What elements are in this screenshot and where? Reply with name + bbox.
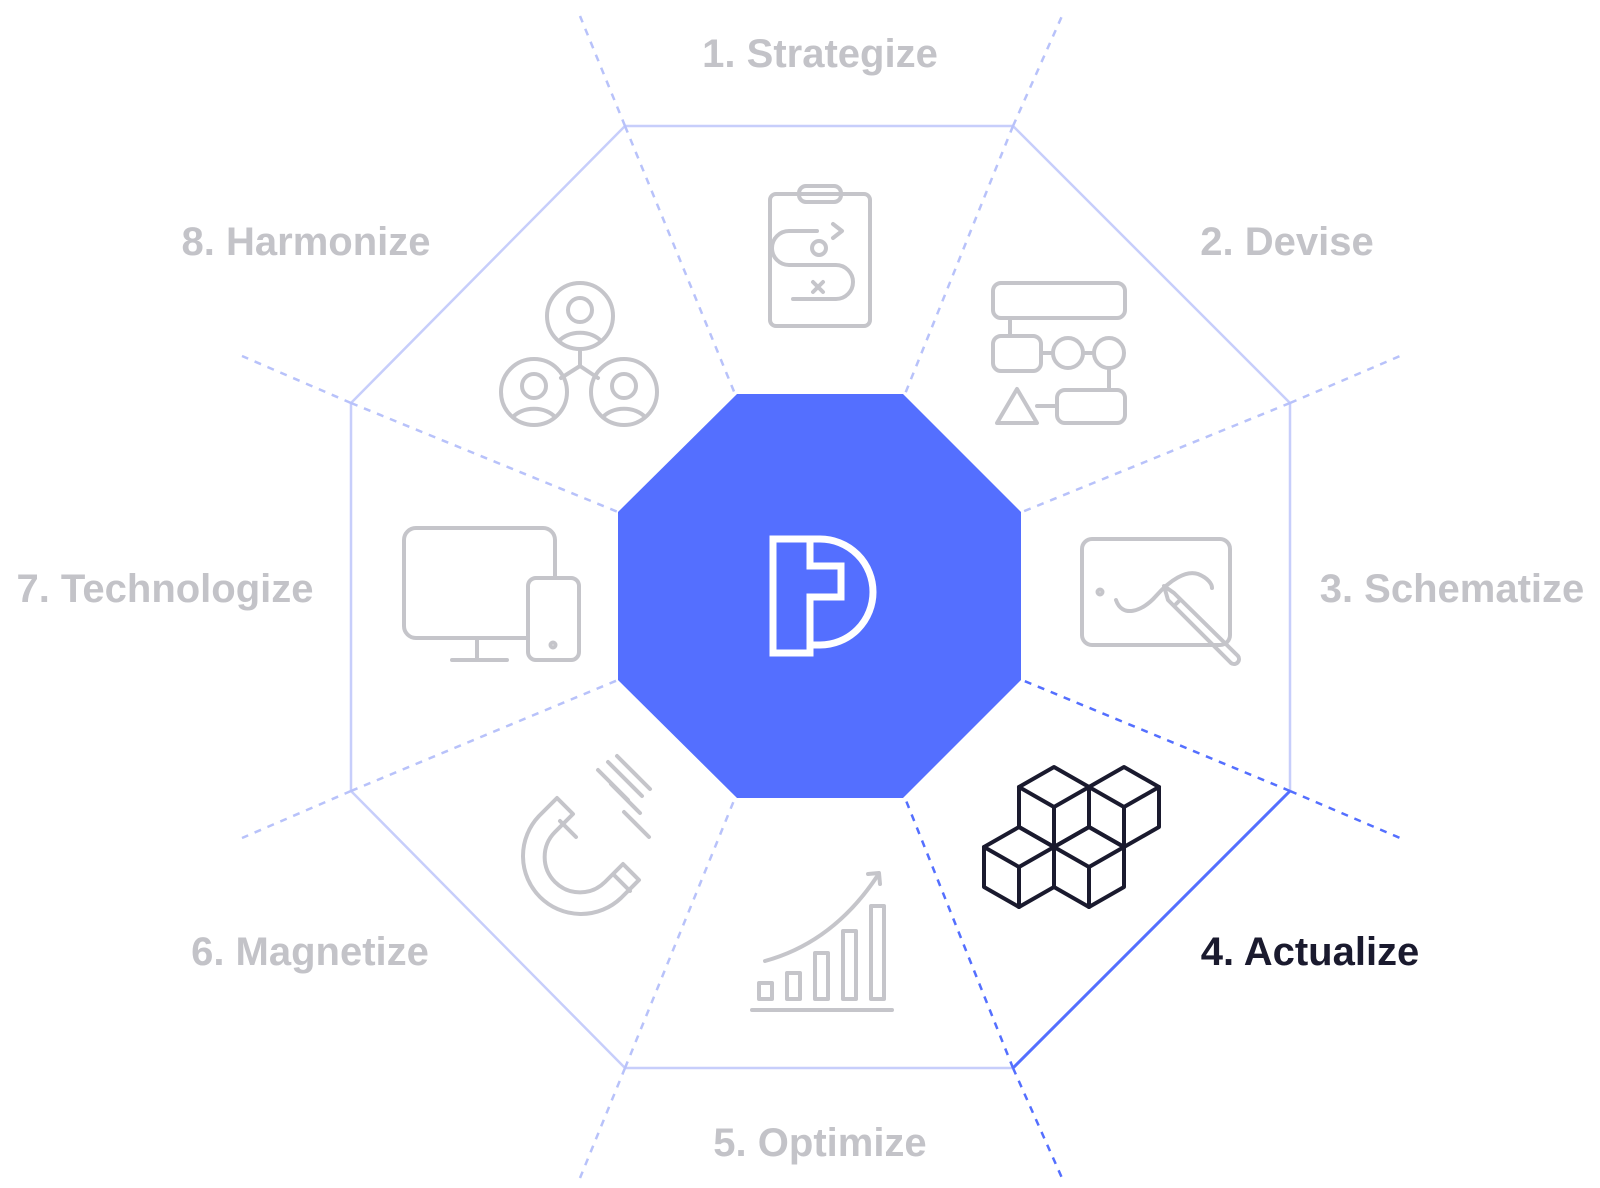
divider-2-3-outer [1289,354,1401,405]
stage-label-actualize: 4. Actualize [1201,930,1420,974]
segment-dividers [241,15,1401,1179]
divider-8-1-outer [578,15,627,127]
stacked-cubes-icon [982,765,1161,909]
flowchart-icon [991,281,1127,425]
stage-label-optimize: 5. Optimize [713,1121,926,1165]
divider-4-5-inner [903,797,1015,1069]
stage-label-devise: 2. Devise [1200,220,1373,264]
divider-3-4-inner [1021,678,1291,793]
stage-label-technologize: 7. Technologize [16,567,313,611]
divider-7-8-outer [241,354,352,405]
divider-2-3-inner [1021,401,1291,514]
divider-3-4-outer [1289,789,1401,840]
clipboard-strategy-icon [768,184,872,328]
divider-4-5-outer [1011,1067,1064,1179]
devices-icon [402,526,581,662]
brand-p-logo-icon [769,535,877,657]
team-network-icon [499,281,659,427]
divider-5-6-inner [623,797,737,1069]
active-segment-edge [1011,789,1292,1070]
stage-label-harmonize: 8. Harmonize [182,220,431,264]
divider-7-8-inner [350,401,619,514]
divider-6-7-inner [350,678,619,793]
divider-1-2-inner [903,125,1015,395]
stage-label-schematize: 3. Schematize [1320,567,1585,611]
magnet-icon [521,754,652,916]
growth-chart-icon [750,871,894,1012]
divider-5-6-outer [578,1067,627,1179]
stage-label-magnetize: 6. Magnetize [191,930,429,974]
divider-8-1-inner [623,125,737,395]
stage-label-strategize: 1. Strategize [702,32,938,76]
drawing-tablet-icon [1080,537,1241,666]
divider-6-7-outer [241,789,352,840]
divider-1-2-outer [1011,15,1064,127]
